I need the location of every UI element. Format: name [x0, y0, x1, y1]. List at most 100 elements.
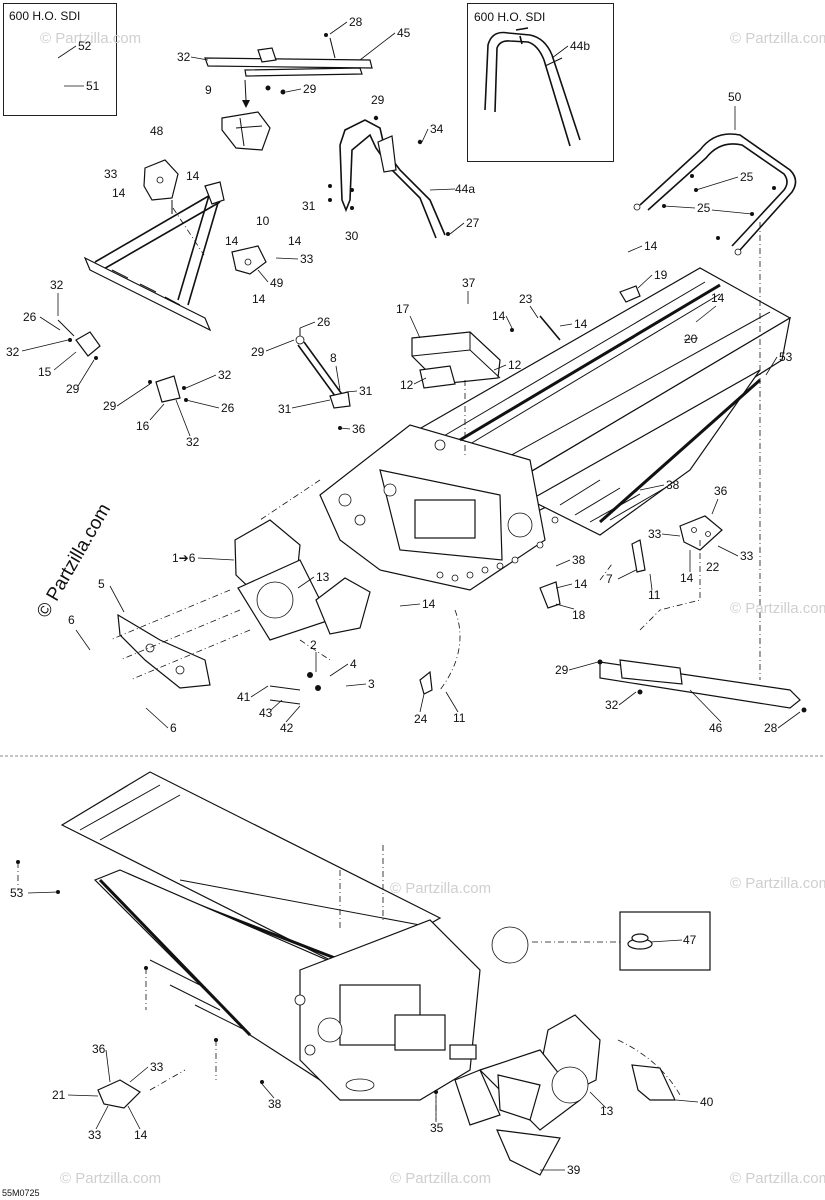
callout: 33	[104, 167, 118, 181]
callout: 25	[740, 170, 754, 184]
callout: 33	[88, 1128, 102, 1142]
inset-box-left: 600 H.O. SDI	[3, 3, 117, 116]
callout: 42	[280, 721, 294, 735]
callout: 26	[221, 401, 235, 415]
callout: 46	[709, 721, 723, 735]
reference-lines-upper	[109, 207, 761, 691]
part-17-brace	[411, 331, 501, 389]
callout: 26	[317, 315, 331, 329]
callout: 12	[508, 358, 522, 372]
callout: 32	[6, 345, 20, 359]
callout: 40	[700, 1095, 714, 1109]
callout: 9	[205, 83, 212, 97]
callout: 51	[86, 79, 100, 93]
watermark: © Partzilla.com	[390, 1170, 492, 1187]
callout: 13	[600, 1104, 614, 1118]
part-45-crossbar	[204, 33, 373, 108]
inset-right-parts	[484, 27, 581, 147]
callout: 12	[400, 378, 414, 392]
callout: 14	[252, 292, 266, 306]
callout: 16	[136, 419, 150, 433]
callout: 49	[270, 276, 284, 290]
callout: 31	[359, 384, 373, 398]
callout: 53	[10, 886, 24, 900]
inset-box-right: 600 H.O. SDI	[467, 3, 614, 162]
callout: 32	[177, 50, 191, 64]
callout: 14	[644, 239, 658, 253]
watermark: © Partzilla.com	[60, 1170, 162, 1187]
main-chassis-lower	[16, 771, 711, 1176]
callout: 34	[430, 122, 444, 136]
callout: 43	[259, 706, 273, 720]
callout: 17	[396, 302, 410, 316]
callout: 37	[462, 276, 476, 290]
callout: 14	[225, 234, 239, 248]
callout: 52	[78, 39, 92, 53]
part-49-bracket	[231, 245, 267, 275]
callout: 33	[740, 549, 754, 563]
callout: 6	[68, 613, 75, 627]
watermark: © Partzilla.com	[730, 30, 825, 47]
watermark: © Partzilla.com	[390, 880, 492, 897]
callout: 48	[150, 124, 164, 138]
callout: 8	[330, 351, 337, 365]
callout: 31	[278, 402, 292, 416]
callout: 11	[453, 711, 466, 725]
callout: 31	[302, 199, 316, 213]
callout: 38	[666, 478, 680, 492]
callout: 14	[186, 169, 200, 183]
callout: 29	[371, 93, 385, 107]
callout: 47	[683, 933, 697, 947]
callout: 29	[66, 382, 80, 396]
diagram-code: 55M0725	[2, 1188, 40, 1198]
callout: 11	[648, 588, 661, 602]
callout: 29	[251, 345, 265, 359]
part-24	[419, 670, 433, 695]
callout: 3	[368, 677, 375, 691]
callout: 38	[572, 553, 586, 567]
parts-15-16	[57, 319, 188, 403]
watermark: © Partzilla.com	[40, 30, 142, 47]
callout: 44a	[455, 182, 476, 196]
callout: 28	[764, 721, 778, 735]
callout: 30	[345, 229, 359, 243]
callout: 29	[103, 399, 117, 413]
callout: 36	[714, 484, 728, 498]
callout: 36	[352, 422, 366, 436]
callout: 33	[150, 1060, 164, 1074]
engine-mount-assy	[117, 519, 371, 705]
watermark: © Partzilla.com	[730, 875, 825, 892]
inset-right-title: 600 H.O. SDI	[474, 10, 546, 24]
callout: 14	[492, 309, 506, 323]
watermark: © Partzilla.com	[730, 1170, 825, 1187]
callout: 26	[23, 310, 37, 324]
part-18-7	[539, 539, 646, 609]
callout: 29	[303, 82, 317, 96]
callout: 44b	[570, 39, 591, 53]
callout: 5	[98, 577, 105, 591]
callout: 21	[52, 1088, 66, 1102]
watermark: © Partzilla.com	[730, 600, 825, 617]
callout: 33	[648, 527, 662, 541]
inset-left-title: 600 H.O. SDI	[9, 9, 81, 23]
callout: 13	[316, 570, 330, 584]
part-23-rod	[510, 315, 561, 341]
callout: 14	[422, 597, 436, 611]
callout: 1➔6	[172, 551, 196, 565]
part-22-bracket	[679, 515, 723, 551]
callout: 14	[574, 577, 588, 591]
callout: 41	[237, 690, 251, 704]
callout: 18	[572, 608, 586, 622]
callout: 20	[684, 332, 698, 346]
callout: 23	[519, 292, 533, 306]
part-50-handle	[633, 133, 797, 256]
callout: 2	[310, 638, 317, 652]
callout: 32	[50, 278, 64, 292]
callout: 14	[680, 571, 694, 585]
callout: 32	[605, 698, 619, 712]
callout: 4	[350, 657, 357, 671]
callout: 38	[268, 1097, 282, 1111]
callout: 50	[728, 90, 742, 104]
